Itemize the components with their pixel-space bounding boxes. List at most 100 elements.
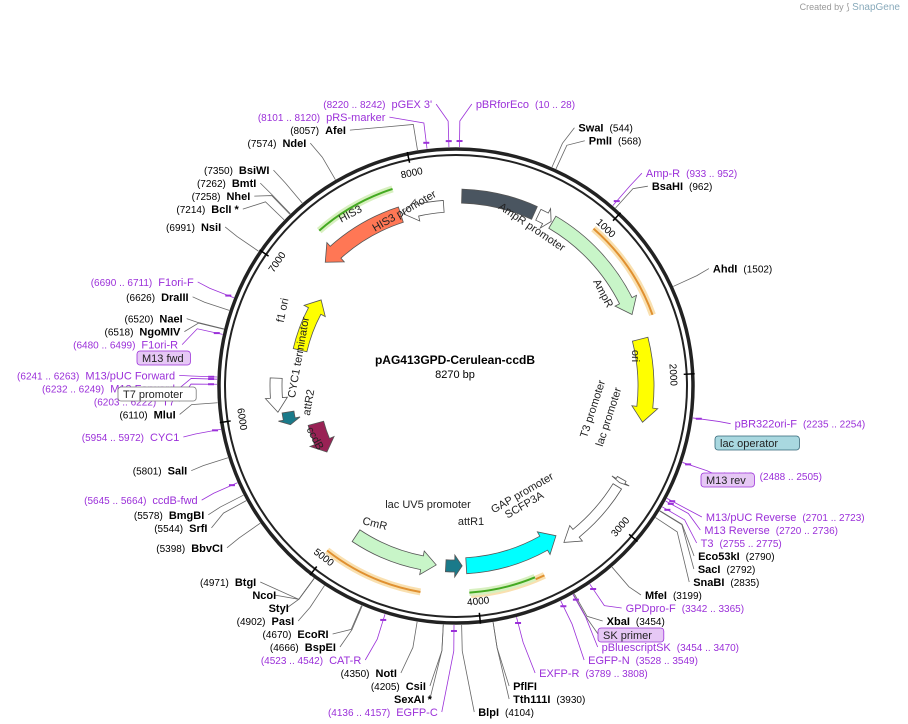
site-leader	[211, 500, 247, 529]
tick-mark	[683, 372, 695, 376]
backbone-inner	[224, 154, 688, 618]
site-label: StyI	[269, 603, 289, 615]
primer-leader	[666, 498, 703, 518]
site-leader	[286, 578, 315, 609]
site-name: Tth111I	[513, 694, 550, 706]
site-label: AhdI(1502)	[713, 264, 772, 276]
site-leader	[555, 140, 585, 170]
primer-leader	[459, 103, 473, 148]
primer-range: (2720 .. 2736)	[776, 526, 838, 537]
site-name: SwaI	[578, 123, 603, 135]
site-leader	[191, 457, 229, 472]
site-label: (5578)BmgBI	[134, 510, 204, 522]
primer-name: pBRforEco	[476, 99, 529, 111]
plasmid-size: 8270 bp	[435, 369, 475, 381]
primer-label: pBR322ori-F(2235 .. 2254)	[735, 419, 866, 431]
site-name: BmgBI	[169, 510, 204, 522]
feature-label: f1 ori	[275, 297, 292, 323]
site-position: (3199)	[673, 591, 702, 602]
site-label: XbaI(3454)	[607, 616, 665, 628]
overlay-arcs	[316, 185, 656, 598]
site-position: (568)	[618, 137, 641, 148]
primer-leader	[201, 482, 238, 501]
primer-label: (4136 .. 4157)EGFP-C	[328, 707, 438, 719]
primer-range: (10 .. 28)	[535, 100, 575, 111]
primer-name: pBR322ori-F	[735, 419, 798, 431]
site-leader	[208, 494, 244, 516]
feature-arrow	[631, 336, 659, 423]
primer-label: (8220 .. 8242)pGEX 3'	[323, 99, 432, 111]
site-name: CsiI	[406, 681, 426, 693]
primer-name: EXFP-R	[539, 668, 579, 680]
site-name: PasI	[272, 616, 295, 628]
primer-label: (5954 .. 5972)CYC1	[82, 432, 180, 444]
site-label: PmlI(568)	[589, 136, 642, 148]
site-position: (6518)	[105, 328, 134, 339]
site-position: (4666)	[270, 643, 299, 654]
site-label: (7350)BsiWI	[204, 165, 269, 177]
primer-name: EGFP-C	[396, 707, 438, 719]
primer-name: CAT-R	[329, 655, 361, 667]
tick-label: 3000	[609, 515, 632, 539]
primer-leader	[441, 624, 455, 713]
primer-range: (5645 .. 5664)	[84, 496, 146, 507]
site-label: (4205) CsiI	[371, 681, 426, 693]
feature-arrow	[324, 206, 404, 263]
site-leader	[254, 195, 291, 215]
site-position: (2790)	[746, 552, 775, 563]
site-leader	[573, 593, 603, 622]
site-leader	[192, 296, 230, 311]
primer-name: ccdB-fwd	[152, 495, 197, 507]
boxed-label-bg	[136, 350, 191, 366]
site-label: (4971)BtgI	[200, 577, 256, 589]
feature-label: lac UV5 promoter	[385, 499, 471, 511]
site-leader	[429, 624, 444, 687]
site-position: (3930)	[556, 695, 585, 706]
site-label: (6626)DraIII	[126, 292, 188, 304]
tick-label: 8000	[400, 166, 424, 181]
site-name: BbvCI	[191, 543, 223, 555]
site-label: BlpI(4104)	[478, 707, 534, 719]
primer-range: (6232 .. 6249)	[42, 384, 104, 395]
primer-leader	[435, 103, 450, 148]
site-label: (8057) AfeI	[290, 125, 346, 137]
site-name: BspEI	[305, 642, 336, 654]
feature-arrow	[611, 475, 630, 487]
credit-prefix: Created by	[799, 2, 844, 12]
site-name: NgoMIV	[139, 327, 181, 339]
site-name: BlpI	[478, 707, 499, 719]
primer-name: CYC1	[150, 432, 179, 444]
primer-range: (8220 .. 8242)	[323, 100, 385, 111]
site-leader	[224, 226, 259, 252]
primer-leader	[364, 614, 386, 661]
primer-name: M13/pUC Reverse	[706, 512, 796, 524]
primer-range: (3454 .. 3470)	[677, 643, 739, 654]
feature-arrow	[351, 529, 437, 576]
primer-label: GPDpro-F(3342 .. 3365)	[626, 603, 744, 615]
site-position: (4205)	[371, 682, 400, 693]
site-name: BsiWI	[239, 165, 270, 177]
site-position: (7258)	[192, 192, 221, 203]
tick-mark	[219, 420, 231, 424]
site-position: (5801)	[133, 467, 162, 478]
site-label: (6110)MluI	[119, 409, 175, 421]
boxed-label-bg	[700, 472, 755, 488]
site-name: AfeI	[325, 125, 346, 137]
site-position: (8057)	[290, 126, 319, 137]
site-label: NcoI	[252, 590, 276, 602]
site-position: (4902)	[237, 617, 266, 628]
site-label: Tth111I (3930)	[513, 694, 585, 706]
boxed-label-bg	[714, 435, 800, 451]
site-label: (4670)EcoRI	[263, 629, 329, 641]
primer-range: (3789 .. 3808)	[585, 669, 647, 680]
plasmid-name: pAG413GPD-Cerulean-ccdB	[375, 353, 535, 367]
feature-arrow	[563, 483, 623, 543]
feature-label: attR1	[458, 516, 484, 528]
primer-range: (6480 .. 6499)	[73, 341, 135, 352]
site-leader	[400, 621, 418, 674]
orange-arc	[326, 549, 421, 593]
site-name: SnaBI	[693, 577, 724, 589]
backbone-outer	[217, 147, 695, 625]
